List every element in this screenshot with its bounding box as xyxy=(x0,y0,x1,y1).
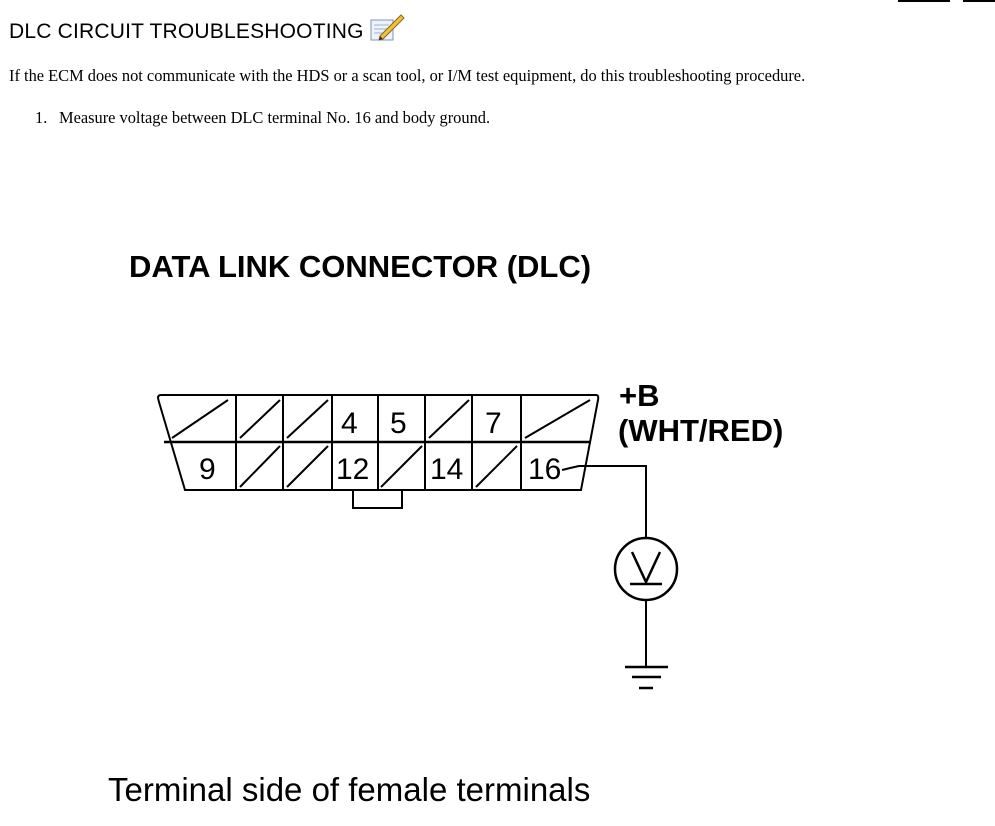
figure-caption: Terminal side of female terminals xyxy=(108,771,590,808)
pin-7-label: 7 xyxy=(485,407,502,440)
dlc-connector xyxy=(156,394,600,509)
page-title: DLC CIRCUIT TROUBLESHOOTING xyxy=(9,14,406,48)
figure-title: DATA LINK CONNECTOR (DLC) xyxy=(129,249,591,284)
top-border-left xyxy=(898,0,950,2)
voltmeter-icon xyxy=(613,536,679,602)
step-number: 1. xyxy=(35,108,48,127)
intro-paragraph: If the ECM does not communicate with the… xyxy=(9,66,806,85)
wire-color-label: (WHT/RED) xyxy=(618,413,783,448)
pin-14-label: 14 xyxy=(430,453,463,486)
pin-12-label: 12 xyxy=(336,453,369,486)
pin-16-label: 16 xyxy=(528,453,561,486)
step-text: Measure voltage between DLC terminal No.… xyxy=(59,108,491,127)
test-lead xyxy=(561,465,647,666)
pin-9-label: 9 xyxy=(199,453,216,486)
page-title-text: DLC CIRCUIT TROUBLESHOOTING xyxy=(9,20,364,43)
supply-label: +B xyxy=(619,378,660,413)
pin-4-label: 4 xyxy=(341,407,358,440)
ground-icon xyxy=(625,665,668,690)
pin-5-label: 5 xyxy=(390,407,407,440)
step-item: 1. Measure voltage between DLC terminal N… xyxy=(35,108,490,128)
top-border-right xyxy=(963,0,995,2)
edit-note-icon[interactable] xyxy=(368,12,406,44)
